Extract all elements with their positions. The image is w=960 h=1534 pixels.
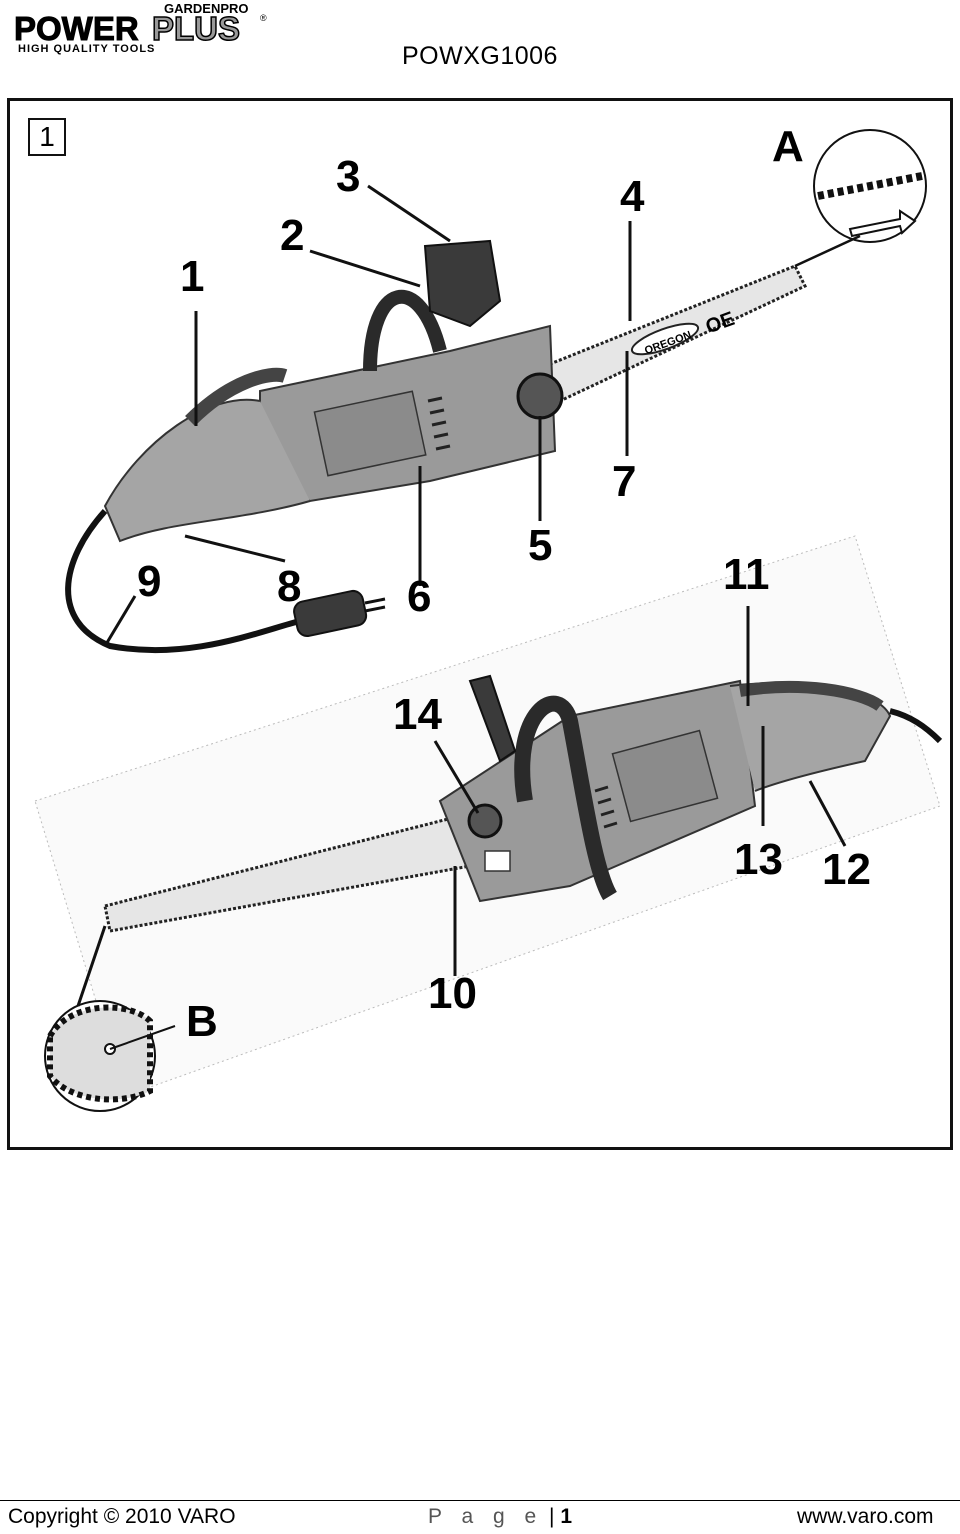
callout-14: 14	[393, 690, 442, 739]
callout-11: 11	[723, 550, 770, 599]
bottom-vents	[594, 785, 618, 829]
footer-page-number: 1	[560, 1505, 573, 1528]
callout-8: 8	[277, 562, 302, 611]
bottom-chain-brake	[468, 674, 517, 763]
callout-b: B	[186, 997, 218, 1046]
bottom-rear-grip	[739, 681, 884, 712]
powerplus-logo: GARDENPRO POWER PLUS ® HIGH QUALITY TOOL…	[14, 1, 267, 55]
top-power-cable	[65, 508, 301, 654]
callout-2: 2	[280, 211, 305, 260]
callout-6: 6	[407, 572, 432, 621]
top-side-cover	[313, 390, 427, 477]
top-chain-brake	[423, 239, 502, 328]
callout-3: 3	[336, 152, 361, 201]
chainsaw-illustration: OREGON OE	[34, 129, 943, 1112]
logo-plus: PLUS	[152, 10, 240, 47]
callout-4: 4	[620, 172, 645, 221]
callout-1: 1	[180, 252, 205, 301]
callout-9: 9	[137, 557, 162, 606]
bottom-sprocket-cover-tab	[484, 850, 511, 872]
footer-copyright: Copyright © 2010 VARO	[8, 1505, 236, 1528]
detail-a-chain	[794, 129, 927, 268]
top-vents	[427, 396, 451, 451]
footer-divider	[0, 1500, 960, 1501]
logo-tagline: HIGH QUALITY TOOLS	[18, 43, 155, 55]
footer-page: P a g e | 1	[428, 1505, 572, 1529]
logo-registered: ®	[260, 13, 267, 23]
callout-leader-lines	[103, 184, 847, 976]
bottom-front-handle	[514, 695, 618, 901]
figure-frame	[7, 98, 953, 1150]
detail-b-sprocket	[44, 925, 176, 1112]
footer-page-separator: |	[549, 1505, 555, 1528]
top-tension-knob	[516, 372, 564, 420]
logo-power: POWER	[14, 10, 139, 47]
footer-website: www.varo.com	[797, 1505, 934, 1528]
bottom-side-cover	[611, 729, 719, 823]
top-bar-logo-shape	[630, 322, 700, 356]
model-number: POWXG1006	[402, 42, 558, 70]
bottom-tension-knob	[467, 803, 503, 839]
bottom-power-cable	[889, 708, 943, 744]
top-front-handle	[363, 289, 447, 372]
callout-5: 5	[528, 521, 553, 570]
top-plug	[293, 589, 368, 638]
callout-10: 10	[428, 969, 477, 1018]
callout-a: A	[772, 122, 804, 171]
logo-gardenpro: GARDENPRO	[164, 1, 249, 16]
callout-12: 12	[822, 845, 871, 894]
callout-7: 7	[612, 457, 637, 506]
bottom-chainsaw	[103, 674, 943, 933]
footer-page-word: P a g e	[428, 1505, 544, 1528]
callout-13: 13	[734, 835, 783, 884]
top-rear-grip	[185, 367, 288, 426]
figure-number: 1	[28, 118, 66, 156]
